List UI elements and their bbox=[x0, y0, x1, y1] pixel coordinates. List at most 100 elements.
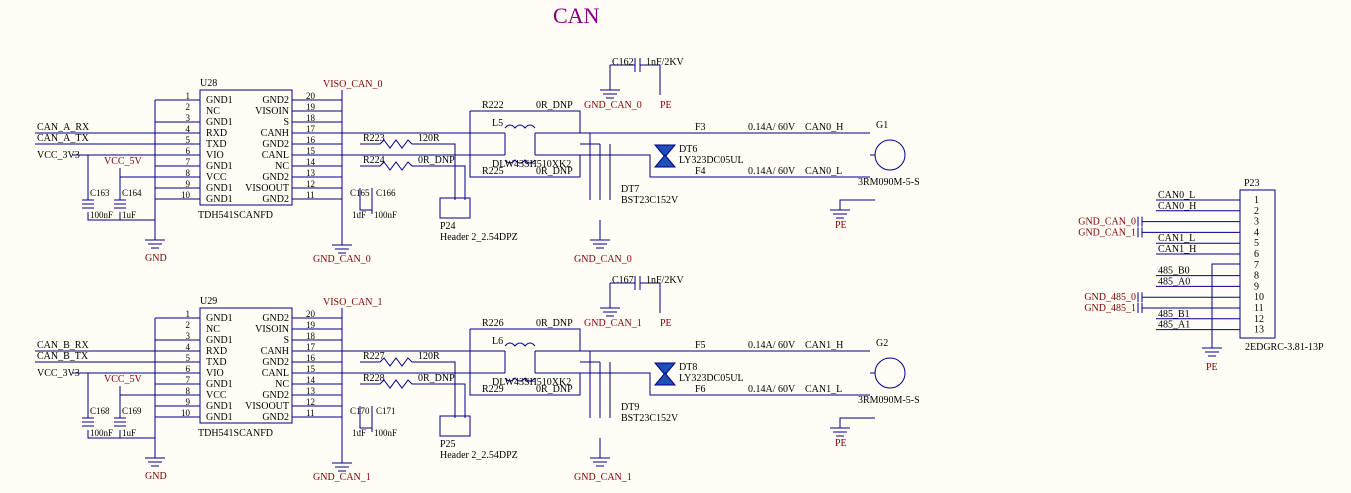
pin-number: 3 bbox=[186, 113, 191, 123]
cap-hv-ref: C167 bbox=[612, 275, 634, 286]
pin-name: GND1 bbox=[206, 95, 233, 106]
terminal-ref: P23 bbox=[1244, 178, 1260, 189]
header-box bbox=[439, 197, 471, 219]
fuse-h-net: CAN0_H bbox=[805, 122, 843, 133]
pin-name: VISOOUT bbox=[245, 401, 289, 412]
pin-name: GND2 bbox=[262, 172, 289, 183]
cap-hv-pe: PE bbox=[660, 100, 672, 111]
r-mid2-val: 0R_DNP bbox=[418, 373, 455, 384]
r-bot-ref: R229 bbox=[482, 384, 504, 395]
pin-number: 2 bbox=[186, 102, 191, 112]
pin-number: 9 bbox=[186, 179, 191, 189]
pin-name: VISOIN bbox=[255, 106, 289, 117]
pin-number: 18 bbox=[306, 113, 316, 123]
cap-rv1: 1uF bbox=[352, 210, 366, 220]
pin-name: GND1 bbox=[206, 412, 233, 423]
pin-name: GND1 bbox=[206, 313, 233, 324]
terminal-net-label: CAN0_H bbox=[1158, 201, 1196, 212]
terminal-net-gnd: GND_CAN_1 bbox=[1078, 227, 1136, 238]
net-vcc5: VCC_5V bbox=[104, 374, 143, 385]
pin-number: 16 bbox=[306, 353, 316, 363]
fuse-l-net: CAN1_L bbox=[805, 384, 842, 395]
terminal-pin-number: 1 bbox=[1254, 195, 1259, 206]
terminal-net-gnd: GND_485_0 bbox=[1084, 292, 1136, 303]
choke-ref: L5 bbox=[492, 118, 503, 129]
r-mid1-val: 120R bbox=[418, 133, 440, 144]
cap-v2: 1uF bbox=[122, 210, 136, 220]
pin-name: GND1 bbox=[206, 183, 233, 194]
r-bot-val: 0R_DNP bbox=[536, 384, 573, 395]
pin-name: CANL bbox=[262, 150, 289, 161]
pin-number: 17 bbox=[306, 124, 316, 134]
terminal-pins: 12345678910111213CAN0_LCAN0_HGND_CAN_0GN… bbox=[1078, 190, 1264, 357]
terminal-net-wire bbox=[1137, 303, 1240, 313]
terminal-net-label: CAN1_L bbox=[1158, 233, 1195, 244]
r-mid2-ref: R224 bbox=[363, 155, 385, 166]
pin-number: 5 bbox=[186, 353, 191, 363]
terminal-net-wire bbox=[1137, 216, 1240, 227]
pin-number: 5 bbox=[186, 135, 191, 145]
gnd-iso-label: GND_CAN_0 bbox=[313, 254, 371, 265]
terminal-pin-number: 7 bbox=[1254, 260, 1259, 271]
cap-rv2: 100nF bbox=[374, 210, 397, 220]
pin-number: 12 bbox=[306, 397, 315, 407]
tvs-part: LY323DC05UL bbox=[679, 373, 744, 384]
cap-hv-val: 1nF/2KV bbox=[646, 275, 685, 286]
terminal-net-wire bbox=[1137, 227, 1240, 238]
header-part: Header 2_2.54DPZ bbox=[440, 450, 518, 461]
cap-rv2: 100nF bbox=[374, 428, 397, 438]
cap-hv-pe: PE bbox=[660, 318, 672, 329]
fuse-h-val: 0.14A/ 60V bbox=[748, 122, 796, 133]
pin-number: 3 bbox=[186, 331, 191, 341]
terminal-pin-number: 10 bbox=[1254, 292, 1264, 303]
cap-c2: C169 bbox=[122, 406, 142, 416]
pin-number: 12 bbox=[306, 179, 315, 189]
terminal-block: P23 2EDGRC-3.81-13P PE 12345678910111213… bbox=[1078, 178, 1324, 373]
pin-name: TXD bbox=[206, 139, 227, 150]
connector-icon bbox=[874, 357, 906, 389]
pin-number: 8 bbox=[186, 386, 191, 396]
r-top-ref: R226 bbox=[482, 318, 504, 329]
conn-part: 3RM090M-5-S bbox=[858, 177, 920, 188]
tvs2-gnd: GND_CAN_1 bbox=[574, 472, 632, 483]
pin-number: 18 bbox=[306, 331, 316, 341]
pin-number: 10 bbox=[181, 190, 191, 200]
choke-ref: L6 bbox=[492, 336, 503, 347]
terminal-pin-number: 6 bbox=[1254, 249, 1259, 260]
terminal-pin-number: 3 bbox=[1254, 217, 1259, 228]
net-rx: CAN_A_RX bbox=[37, 122, 90, 133]
pin-number: 1 bbox=[186, 91, 191, 101]
fuse-h-ref: F3 bbox=[695, 122, 706, 133]
pin-number: 14 bbox=[306, 157, 316, 167]
fuse-l-ref: F6 bbox=[695, 384, 706, 395]
fuse-h-val: 0.14A/ 60V bbox=[748, 340, 796, 351]
pin-number: 17 bbox=[306, 342, 316, 352]
pin-number: 4 bbox=[186, 124, 191, 134]
pin-name: NC bbox=[275, 379, 289, 390]
fuse-l-ref: F4 bbox=[695, 166, 706, 177]
conn-ref: G2 bbox=[876, 338, 888, 349]
pin-name: S bbox=[283, 335, 289, 346]
r-bot-ref: R225 bbox=[482, 166, 504, 177]
pin-number: 14 bbox=[306, 375, 316, 385]
net-tx: CAN_A_TX bbox=[37, 133, 89, 144]
cap-hv-val: 1nF/2KV bbox=[646, 57, 685, 68]
cap-r1: C170 bbox=[350, 406, 370, 416]
pin-number: 15 bbox=[306, 364, 316, 374]
tvs2-ref: DT7 bbox=[621, 184, 639, 195]
pin-name: RXD bbox=[206, 128, 227, 139]
terminal-net-label: 485_B0 bbox=[1158, 266, 1190, 277]
tvs-ref: DT6 bbox=[679, 144, 697, 155]
chip-part: TDH541SCANFD bbox=[198, 428, 273, 439]
pin-number: 1 bbox=[186, 309, 191, 319]
pin-number: 8 bbox=[186, 168, 191, 178]
net-tx: CAN_B_TX bbox=[37, 351, 89, 362]
pin-number: 2 bbox=[186, 320, 191, 330]
r-mid1-ref: R223 bbox=[363, 133, 385, 144]
fuse-l-val: 0.14A/ 60V bbox=[748, 166, 796, 177]
page-title: CAN bbox=[553, 3, 600, 28]
pin-number: 7 bbox=[186, 375, 191, 385]
terminal-net-wire bbox=[1137, 292, 1240, 303]
